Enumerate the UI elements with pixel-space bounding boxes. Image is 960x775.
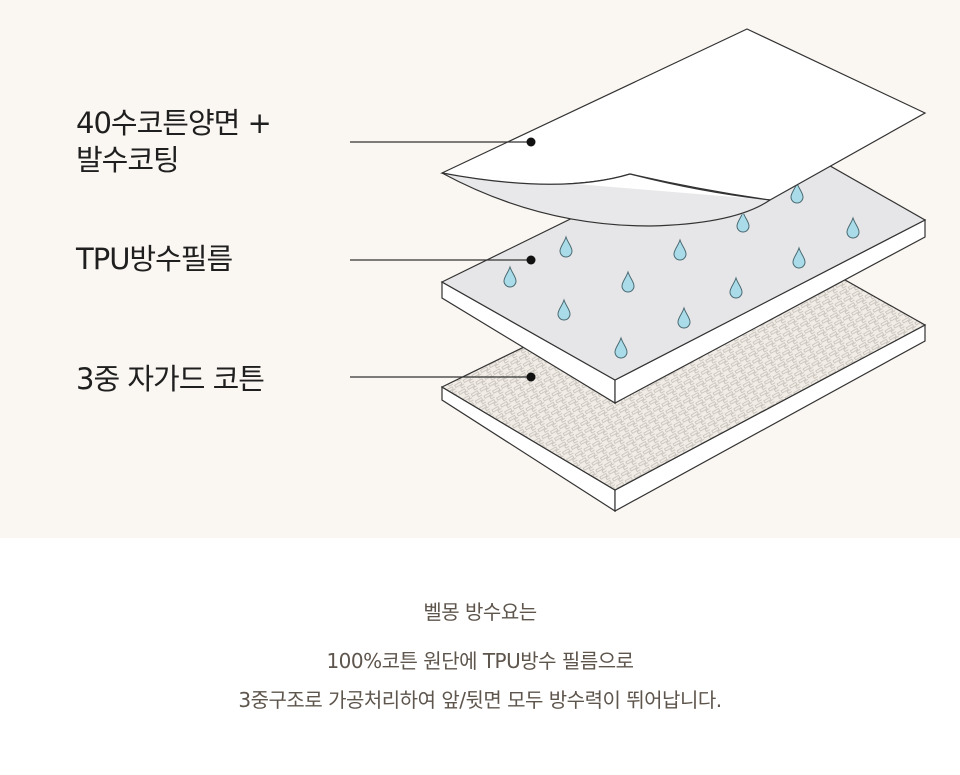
water-drop-icon [736,210,750,233]
label-cotton-top: 40수코튼양면 + 발수코팅 [76,105,272,179]
label-cotton-top-line1: 40수코튼양면 + [76,106,272,140]
tpu-film-layer [440,125,927,405]
label-tpu-film: TPU방수필름 [76,242,233,276]
water-drop-icon [557,298,571,321]
cotton-top-sheet [440,28,927,227]
water-drop-icon [673,238,687,261]
water-drop-icon [559,235,573,258]
layer-structure-diagram [350,28,927,513]
water-drop-icon [621,270,635,293]
water-drop-icon [792,246,806,269]
water-drops [503,181,860,359]
water-drop-icon [790,181,804,204]
label-cotton-top-line2: 발수코팅 [76,143,180,177]
leader-lines [350,137,536,382]
water-drop-icon [846,216,860,239]
description-line-3: 3중구조로 가공처리하여 앞/뒷면 모두 방수력이 뛰어납니다. [238,688,722,712]
label-jacquard-cotton: 3중 자가드 코튼 [76,362,265,396]
water-drop-icon [614,336,628,359]
water-drop-icon [503,265,517,288]
water-drop-icon [677,306,691,329]
description-line-2: 100%코튼 원단에 TPU방수 필름으로 [326,649,634,673]
water-drop-icon [729,276,743,299]
description-line-1: 벨몽 방수요는 [423,600,537,624]
